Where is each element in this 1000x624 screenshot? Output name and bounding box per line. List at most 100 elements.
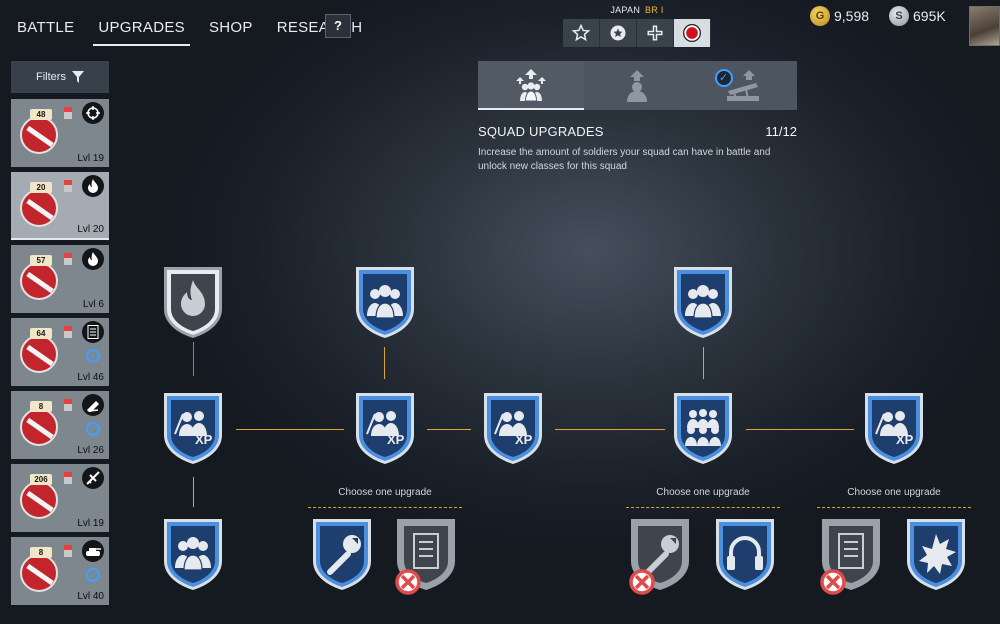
squad-level: Lvl 19 xyxy=(77,518,104,529)
svg-text:XP: XP xyxy=(195,432,213,447)
squad-size-icon xyxy=(671,390,735,466)
upgrade-node[interactable] xyxy=(161,264,225,340)
choice-divider xyxy=(817,507,971,508)
squad-xp-icon: XP xyxy=(862,390,926,466)
squad-xp-icon: XP xyxy=(481,390,545,466)
avatar[interactable] xyxy=(969,6,1000,46)
nation-ussr-button[interactable] xyxy=(600,19,637,47)
japan-sun-icon xyxy=(683,24,701,42)
plane-icon xyxy=(82,467,104,489)
medal-icon xyxy=(64,326,72,338)
squad-number: 8 xyxy=(30,401,52,412)
upgrade-node[interactable] xyxy=(310,516,374,592)
gold-coin-icon: G xyxy=(810,6,830,26)
star-icon xyxy=(572,24,590,42)
squad-card[interactable]: 8 ✓ Lvl 26 xyxy=(11,391,109,459)
explosion-icon xyxy=(904,516,968,592)
squad-number: 48 xyxy=(30,109,52,120)
squad-number: 64 xyxy=(30,328,52,339)
squad-upgrades-description: Increase the amount of soldiers your squ… xyxy=(478,147,771,172)
upgrade-node[interactable] xyxy=(161,516,225,592)
medal-icon xyxy=(64,253,72,265)
tree-connector xyxy=(703,347,704,379)
medal-icon xyxy=(64,180,72,192)
upgrade-node[interactable]: XP xyxy=(161,390,225,466)
nation-usa-button[interactable] xyxy=(563,19,600,47)
squad-card[interactable]: 8✓Lvl 40 xyxy=(11,537,109,605)
squad-level: Lvl 26 xyxy=(77,445,104,456)
squad-upgrades-tab[interactable] xyxy=(478,61,585,110)
tree-connector xyxy=(193,477,194,507)
upgrade-node[interactable] xyxy=(713,516,777,592)
squad-upgrade-icon xyxy=(516,68,547,101)
squad-emblem-icon xyxy=(20,481,58,519)
soldier-upgrades-tab[interactable] xyxy=(584,61,690,110)
filters-label: Filters xyxy=(36,71,66,83)
tab-battle[interactable]: BATTLE xyxy=(17,19,75,36)
mortar-icon xyxy=(82,394,104,416)
upgrade-node[interactable]: XP xyxy=(353,390,417,466)
tree-connector xyxy=(746,429,854,430)
upgrade-node[interactable] xyxy=(671,264,735,340)
upgrade-type-tabs: ✓ xyxy=(478,61,797,110)
silver-balance: S 695K xyxy=(889,6,946,26)
medal-icon xyxy=(64,107,72,119)
document-icon xyxy=(82,321,104,343)
help-button[interactable]: ? xyxy=(325,14,351,38)
choose-one-upgrade-label: Choose one upgrade xyxy=(847,487,941,498)
headphones-icon xyxy=(713,516,777,592)
choose-one-upgrade-label: Choose one upgrade xyxy=(656,487,750,498)
svg-text:XP: XP xyxy=(896,432,914,447)
svg-text:XP: XP xyxy=(387,432,405,447)
squad-emblem-icon xyxy=(20,335,58,373)
tree-connector xyxy=(555,429,665,430)
nation-japan-button[interactable] xyxy=(674,19,711,47)
checkmark-icon: ✓ xyxy=(86,422,100,436)
silver-amount: 695K xyxy=(913,8,946,24)
blocked-icon xyxy=(394,568,422,596)
nation-label: JAPAN BR I xyxy=(563,5,711,15)
squad-level: Lvl 20 xyxy=(77,224,104,235)
equipment-upgrades-tab[interactable]: ✓ xyxy=(691,61,797,110)
tree-connector xyxy=(384,347,385,379)
squad-size-icon xyxy=(353,264,417,340)
squad-card[interactable]: 64 ✓ Lvl 46 xyxy=(11,318,109,386)
svg-text:XP: XP xyxy=(515,432,533,447)
squad-emblem-icon xyxy=(20,408,58,446)
checkmark-icon: ✓ xyxy=(86,349,100,363)
squad-xp-icon: XP xyxy=(161,390,225,466)
nation-name: JAPAN xyxy=(610,5,641,15)
tab-upgrades[interactable]: UPGRADES xyxy=(93,0,190,46)
medal-icon xyxy=(64,472,72,484)
upgrade-node[interactable] xyxy=(671,390,735,466)
squad-emblem-icon xyxy=(20,554,58,592)
checkmark-icon: ✓ xyxy=(714,69,733,87)
squad-upgrades-count: 11/12 xyxy=(765,124,797,139)
choice-divider xyxy=(308,507,462,508)
squad-level: Lvl 40 xyxy=(77,591,104,602)
squad-number: 57 xyxy=(30,255,52,266)
squad-level: Lvl 19 xyxy=(77,153,104,164)
upgrade-node[interactable]: XP xyxy=(481,390,545,466)
upgrade-node[interactable]: XP xyxy=(862,390,926,466)
squad-level: Lvl 6 xyxy=(82,299,104,310)
upgrade-node[interactable] xyxy=(353,264,417,340)
upgrade-node[interactable] xyxy=(904,516,968,592)
filter-icon xyxy=(71,71,84,83)
nation-germany-button[interactable] xyxy=(637,19,674,47)
scope-icon xyxy=(82,102,104,124)
squad-size-icon xyxy=(161,516,225,592)
medal-icon xyxy=(64,545,72,557)
tab-shop[interactable]: SHOP xyxy=(208,19,253,36)
squad-upgrades-title: SQUAD UPGRADES xyxy=(478,124,604,139)
filters-button[interactable]: Filters xyxy=(11,61,109,93)
soviet-star-icon xyxy=(610,25,626,41)
gold-balance: G 9,598 xyxy=(810,6,869,26)
tank-icon xyxy=(82,540,104,562)
squad-level: Lvl 46 xyxy=(77,372,104,383)
german-cross-icon xyxy=(647,25,663,41)
